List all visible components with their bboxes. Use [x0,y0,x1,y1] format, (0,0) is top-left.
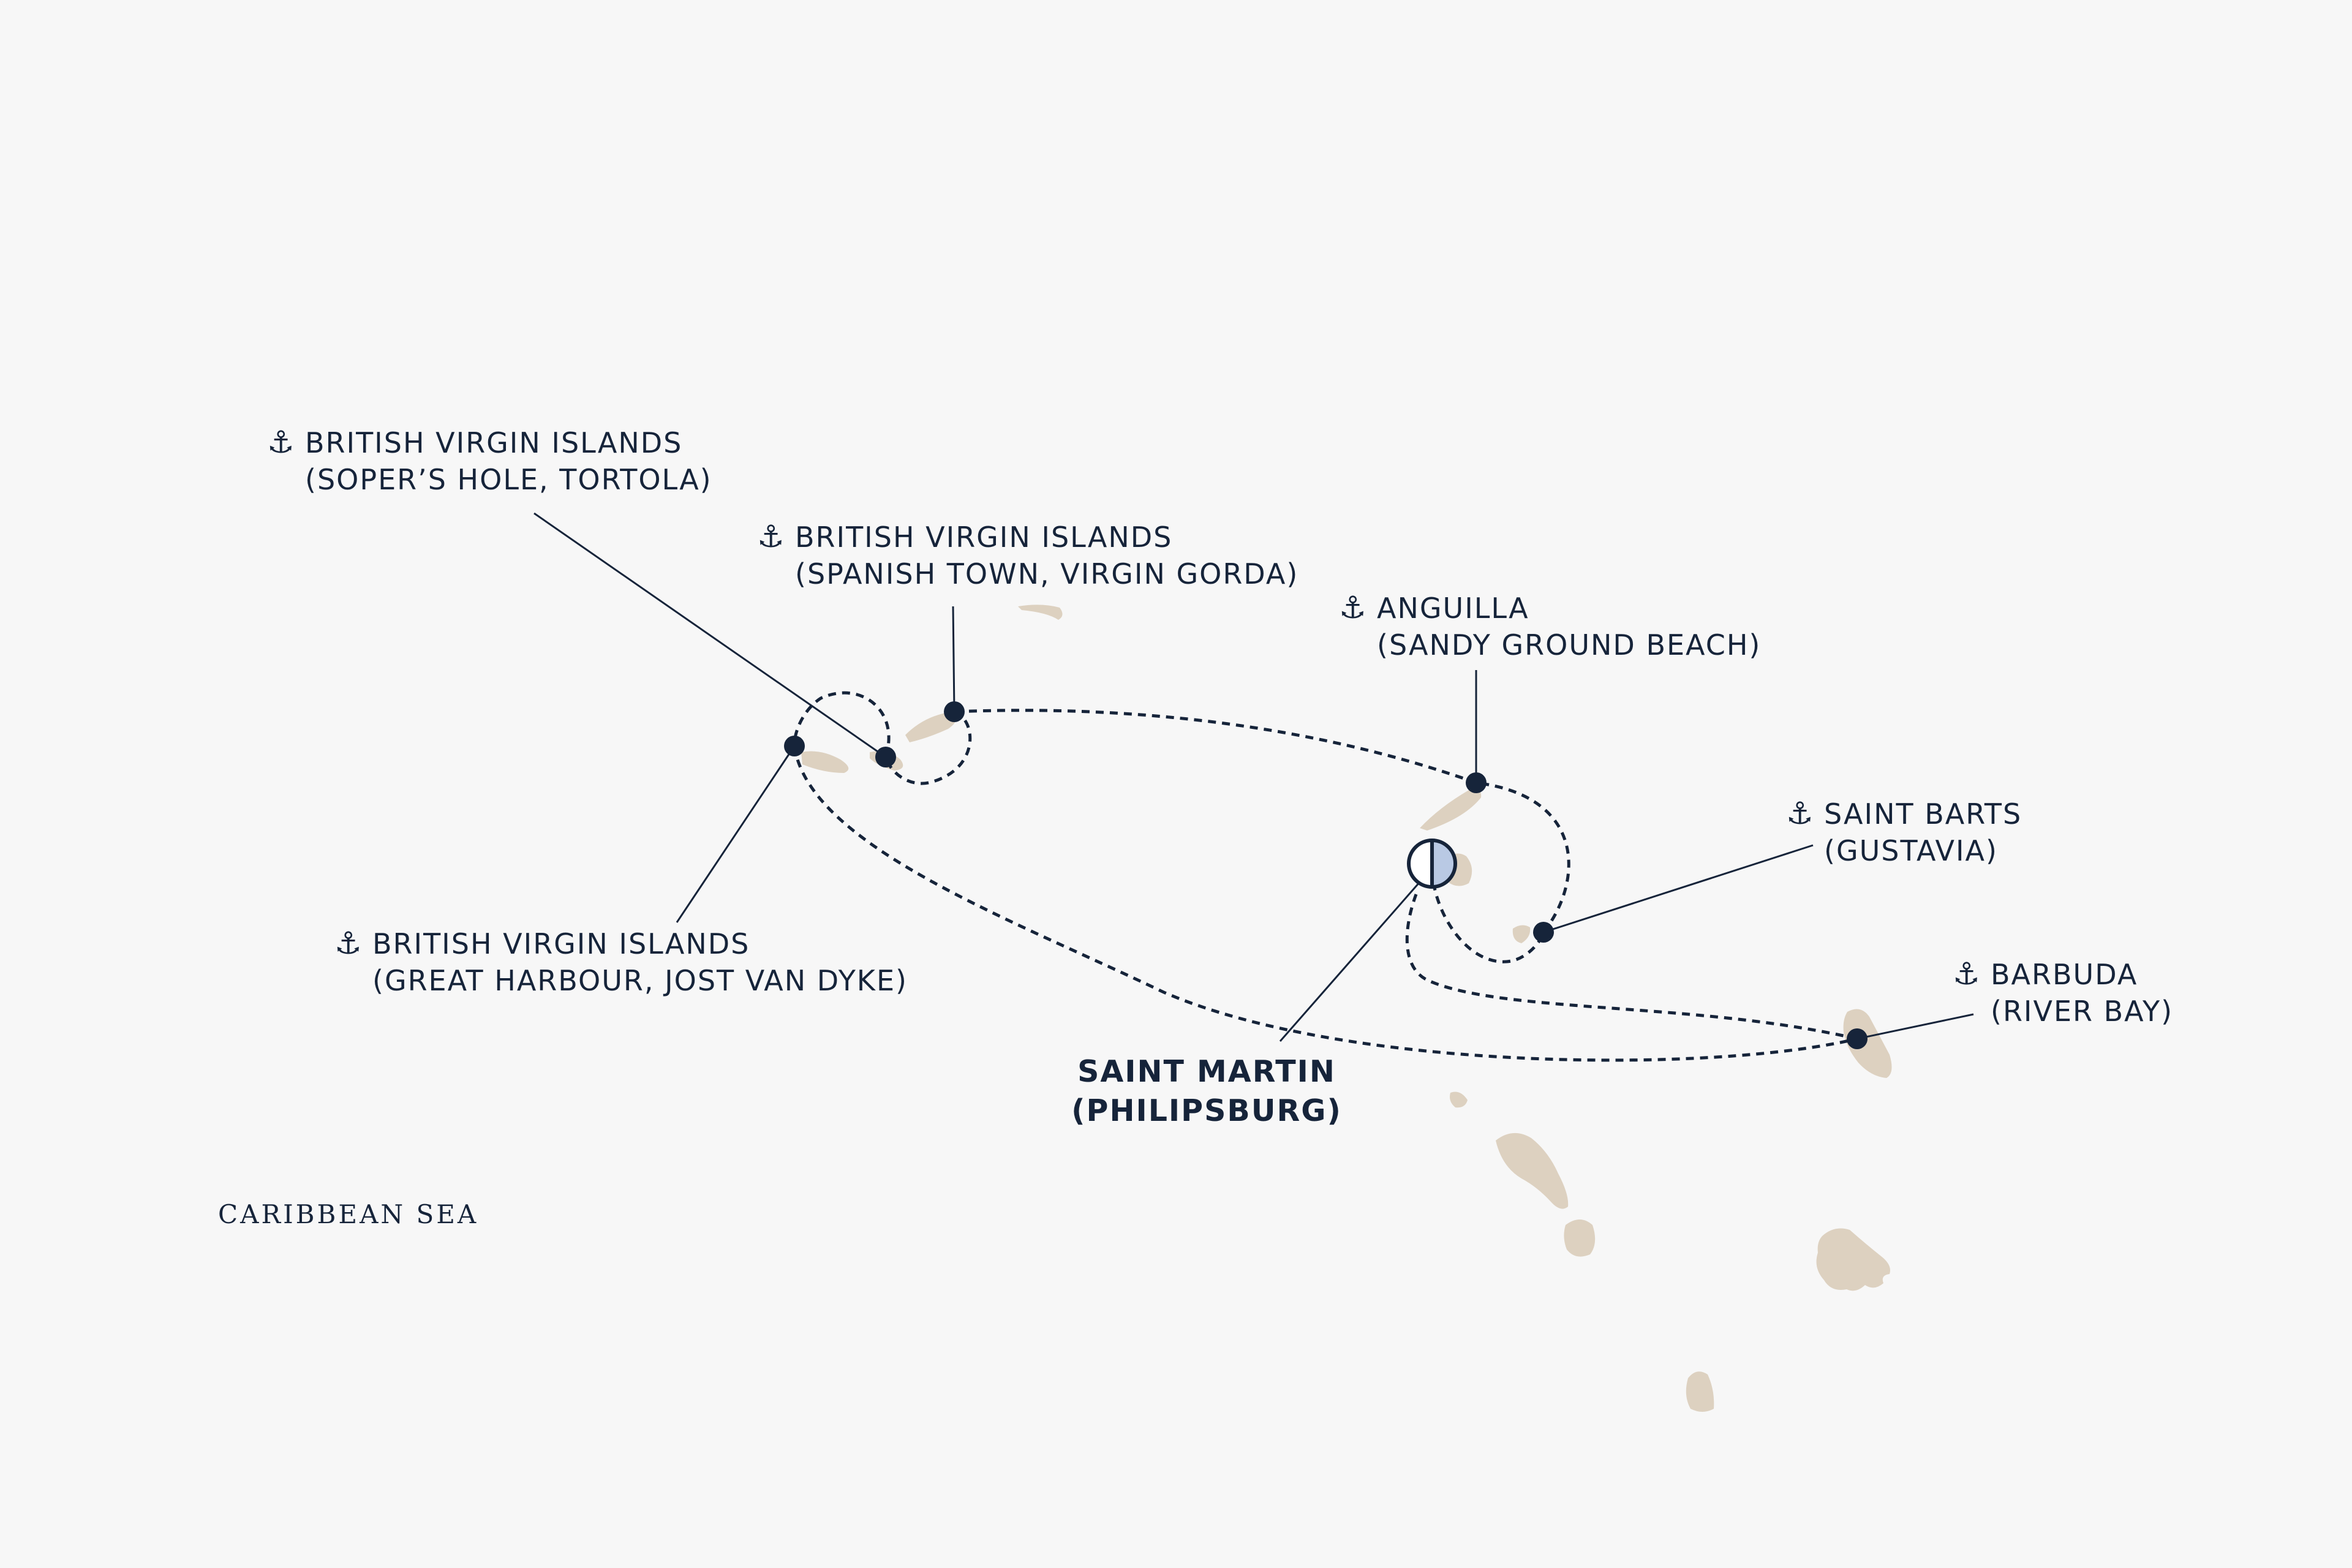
port-label-virgin-gorda[interactable]: ⚓ BRITISH VIRGIN ISLANDS (SPANISH TOWN, V… [757,518,1298,592]
anchor-icon: ⚓ [757,519,786,554]
port-name: BRITISH VIRGIN ISLANDS [305,426,683,459]
islands-layer [801,605,1892,1412]
port-marker-barbuda[interactable] [1847,1028,1868,1049]
island-barbuda [1843,1009,1892,1078]
leader-saint-barts [1543,844,1814,933]
port-name: BRITISH VIRGIN ISLANDS [372,927,750,960]
port-marker-virgin-gorda[interactable] [944,701,965,722]
home-port-location: (PHILIPSBURG) [1071,1093,1342,1128]
island-montserrat [1686,1371,1714,1412]
port-name: SAINT BARTS [1824,797,2022,831]
port-location: (SOPER’S HOLE, TORTOLA) [305,463,712,496]
anchor-icon: ⚓ [267,424,296,460]
home-port-name: SAINT MARTIN [1077,1054,1336,1089]
leader-virgin-gorda [952,606,956,712]
home-port-marker[interactable] [1407,839,1457,889]
route-anguilla-to-virgin-gorda [954,709,1477,785]
island-saba [1450,1091,1468,1108]
anchor-icon: ⚓ [334,925,363,961]
port-label-tortola[interactable]: ⚓ BRITISH VIRGIN ISLANDS (SOPER’S HOLE, T… [267,424,712,498]
route-jost-van-dyke-to-barbuda [793,745,1858,1062]
route-saint-martin-to-saint-barts [1430,868,1545,963]
label-leader-lines [533,512,1974,1042]
port-name: BARBUDA [1991,958,2138,991]
island-anguilla [1420,788,1482,831]
port-label-saint-barts[interactable]: ⚓ SAINT BARTS (GUSTAVIA) [1786,795,2022,869]
port-marker-tortola[interactable] [875,747,896,767]
port-markers [784,701,1868,1049]
port-location: (SANDY GROUND BEACH) [1377,628,1762,662]
leader-jost-van-dyke [676,745,796,923]
port-name: BRITISH VIRGIN ISLANDS [795,521,1173,554]
route-virgin-gorda-loop [884,710,972,785]
route-tortola-loop [793,691,891,758]
anchor-icon: ⚓ [1339,590,1368,625]
port-location: (RIVER BAY) [1991,995,2174,1028]
island-antigua [1816,1228,1890,1291]
route-barbuda-to-saint-martin [1405,894,1858,1041]
island-saint-kitts [1496,1133,1569,1209]
leader-tortola [533,512,886,758]
island-jost-van-dyke [801,751,849,773]
leader-saint-martin [1279,881,1421,1042]
port-location: (GUSTAVIA) [1824,834,1998,867]
cruise-route [793,691,1858,1062]
port-marker-saint-barts[interactable] [1533,922,1554,943]
island-saint-barts [1512,925,1531,943]
port-marker-jost-van-dyke[interactable] [784,736,805,756]
port-marker-anguilla[interactable] [1466,772,1487,793]
port-name: ANGUILLA [1377,592,1529,625]
route-saint-barts-to-anguilla [1476,781,1570,933]
island-anegada [1018,605,1063,620]
port-label-anguilla[interactable]: ⚓ ANGUILLA (SANDY GROUND BEACH) [1339,589,1761,663]
port-label-jost-van-dyke[interactable]: ⚓ BRITISH VIRGIN ISLANDS (GREAT HARBOUR, … [334,925,908,999]
port-label-barbuda[interactable]: ⚓ BARBUDA (RIVER BAY) [1953,956,2173,1030]
anchor-icon: ⚓ [1953,956,1981,992]
island-virgin-gorda [905,712,957,742]
leader-barbuda [1856,1013,1974,1040]
home-port-label[interactable]: SAINT MARTIN (PHILIPSBURG) [1041,1052,1372,1131]
port-location: (GREAT HARBOUR, JOST VAN DYKE) [372,964,908,997]
sea-label: CARIBBEAN SEA [218,1199,479,1229]
anchor-icon: ⚓ [1786,796,1815,831]
port-location: (SPANISH TOWN, VIRGIN GORDA) [795,557,1299,590]
island-nevis [1564,1219,1596,1257]
